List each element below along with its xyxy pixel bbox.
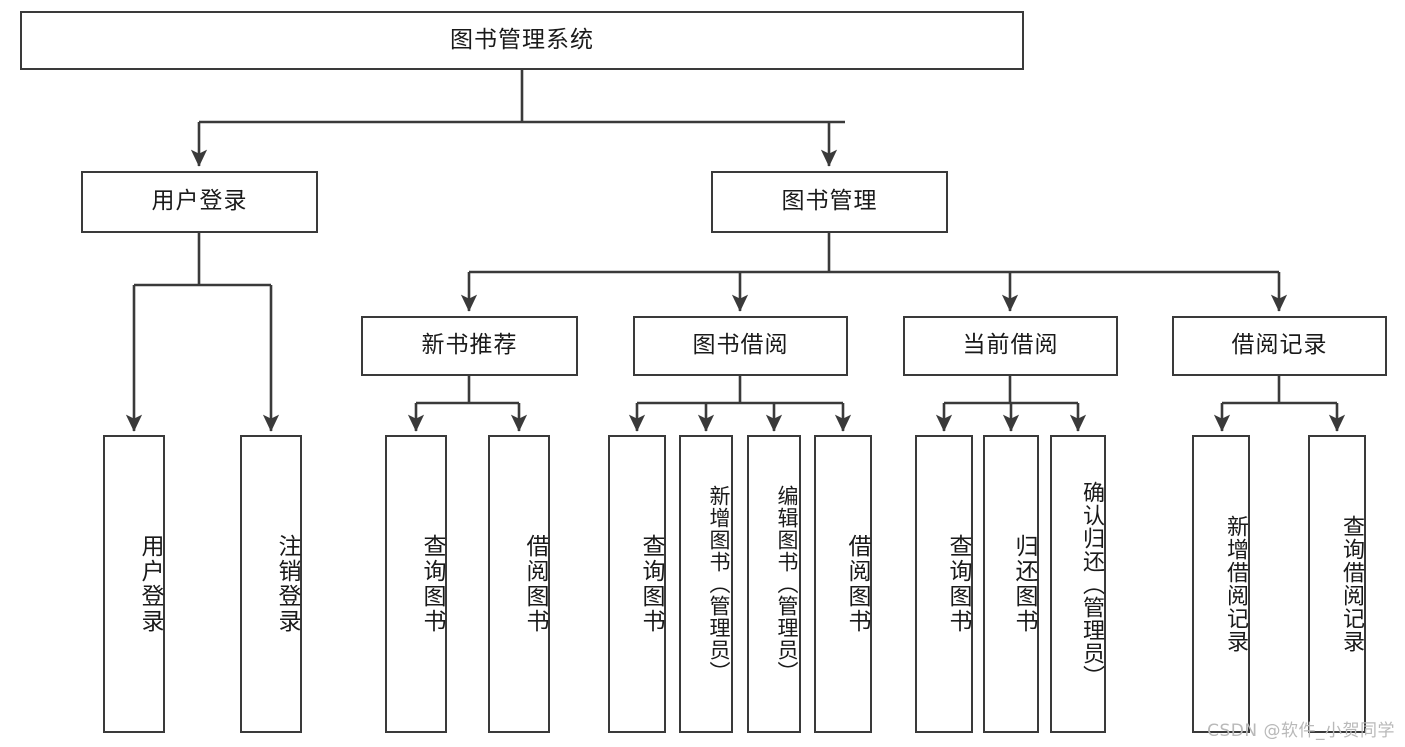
leaf-add-borrow-record[interactable]: 新增借阅记录 — [1192, 435, 1250, 733]
leaf-label: 查询图书 — [638, 534, 664, 634]
leaf-user-login[interactable]: 用户登录 — [103, 435, 165, 733]
node-root-system[interactable]: 图书管理系统 — [20, 11, 1024, 70]
leaf-query-book-borrow[interactable]: 查询图书 — [608, 435, 666, 733]
node-user-login[interactable]: 用户登录 — [81, 171, 318, 233]
node-borrow-record[interactable]: 借阅记录 — [1172, 316, 1387, 376]
leaf-label: 查询图书 — [419, 534, 445, 634]
leaf-user-logout[interactable]: 注销登录 — [240, 435, 302, 733]
leaf-add-book[interactable]: 新增图书（管理员） — [679, 435, 733, 733]
leaf-query-borrow-record[interactable]: 查询借阅记录 — [1308, 435, 1366, 733]
leaf-label: 新增借阅记录 — [1223, 515, 1248, 653]
node-new-book-recommend[interactable]: 新书推荐 — [361, 316, 578, 376]
leaf-return-book[interactable]: 归还图书 — [983, 435, 1039, 733]
leaf-label: 借阅图书 — [522, 534, 548, 634]
leaf-confirm-return[interactable]: 确认归还（管理员） — [1050, 435, 1106, 733]
node-current-borrow[interactable]: 当前借阅 — [903, 316, 1118, 376]
leaf-label: 归还图书 — [1011, 534, 1037, 634]
leaf-label: 编辑图书（管理员） — [775, 485, 799, 683]
node-book-borrow[interactable]: 图书借阅 — [633, 316, 848, 376]
leaf-label: 确认归还（管理员） — [1079, 480, 1104, 688]
leaf-label: 借阅图书 — [844, 534, 870, 634]
leaf-label: 新增图书（管理员） — [707, 485, 731, 683]
leaf-edit-book[interactable]: 编辑图书（管理员） — [747, 435, 801, 733]
leaf-borrow-book[interactable]: 借阅图书 — [814, 435, 872, 733]
leaf-label: 查询图书 — [945, 534, 971, 634]
leaf-label: 查询借阅记录 — [1339, 515, 1364, 653]
leaf-query-book-current[interactable]: 查询图书 — [915, 435, 973, 733]
leaf-label: 用户登录 — [137, 534, 163, 634]
leaf-label: 注销登录 — [274, 534, 300, 634]
leaf-borrow-book-recommend[interactable]: 借阅图书 — [488, 435, 550, 733]
node-book-management[interactable]: 图书管理 — [711, 171, 948, 233]
leaf-query-book-recommend[interactable]: 查询图书 — [385, 435, 447, 733]
csdn-watermark: CSDN @软件_小贺同学 — [1207, 721, 1395, 741]
